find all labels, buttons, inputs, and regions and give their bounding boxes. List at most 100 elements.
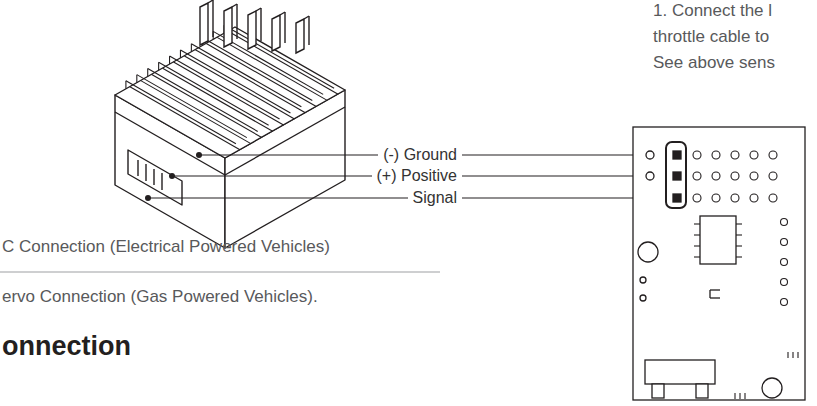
terminal-pin	[200, 3, 208, 45]
board-hole	[781, 299, 788, 306]
board-mark	[734, 393, 735, 399]
mount-hole	[638, 242, 658, 262]
board-hole	[750, 172, 758, 180]
section-text: C Connection (Electrical Powered Vehicle…	[2, 237, 330, 257]
fin-ridge	[191, 44, 301, 107]
wire-dot	[145, 195, 151, 201]
board-hole	[781, 239, 788, 246]
mount-hole	[762, 378, 782, 398]
fin-edge	[158, 62, 159, 70]
terminal-side	[284, 12, 285, 43]
board-mark	[709, 290, 710, 298]
board-hole	[769, 194, 777, 202]
terminal-pin	[224, 7, 232, 47]
heatsink-fins	[126, 25, 338, 150]
terminal-side	[260, 8, 261, 41]
fin-edge	[147, 68, 148, 76]
circuit-board	[633, 127, 805, 400]
wire-dot	[169, 173, 175, 179]
board-hole	[646, 151, 654, 159]
chip-leg	[736, 245, 742, 246]
board-hole	[781, 279, 788, 286]
board-hole	[731, 172, 739, 180]
terminal-side	[236, 4, 237, 39]
wire-name: (+) Positive	[372, 166, 462, 185]
board-hole	[781, 259, 788, 266]
fin-edge	[180, 50, 181, 58]
fin-base	[195, 50, 305, 113]
board-mark	[739, 393, 740, 399]
usb-tab	[696, 384, 708, 398]
board-hole	[712, 194, 720, 202]
fin-base	[174, 62, 284, 125]
fin-base	[130, 87, 240, 150]
board-mark	[710, 289, 720, 290]
board-hole	[750, 151, 758, 159]
board-mark	[792, 352, 793, 358]
board-hole	[731, 194, 739, 202]
wire-name: Signal	[408, 188, 462, 207]
chip-leg	[694, 256, 700, 257]
connector-pin	[137, 160, 138, 176]
connector-pin	[153, 169, 154, 185]
instruction-text: See above sens	[653, 53, 775, 73]
fin-ridge	[170, 56, 280, 119]
board-mark	[710, 297, 720, 298]
fin-ridge	[148, 68, 258, 131]
esc-unit	[115, 27, 345, 248]
header-bracket	[666, 142, 686, 208]
terminal-pin	[296, 19, 304, 53]
board-hole	[646, 172, 654, 180]
chip-leg	[736, 234, 742, 235]
terminal-tip	[256, 8, 261, 11]
fin-ridge	[137, 75, 247, 138]
wire-name: (-) Ground	[378, 145, 462, 164]
fin-edge	[169, 56, 170, 64]
board-mark	[797, 352, 798, 358]
wire-dot	[196, 152, 202, 158]
wire-dots	[145, 152, 202, 201]
esc-connector-slot	[128, 150, 182, 205]
usb-tab	[652, 384, 664, 398]
board-hole	[769, 151, 777, 159]
esc-terminals	[200, 0, 309, 53]
chip-leg	[694, 245, 700, 246]
connector-pin	[145, 164, 146, 181]
esc-top-face	[115, 27, 345, 158]
instruction-text: 1. Connect the l	[653, 1, 772, 21]
board-hole	[693, 151, 701, 159]
chip-legs	[694, 224, 798, 399]
board-hole	[712, 172, 720, 180]
header-pin	[673, 172, 681, 180]
board-hole	[750, 194, 758, 202]
terminal-pin	[272, 15, 280, 51]
board-mark	[787, 352, 788, 358]
board-hole	[640, 295, 646, 301]
header-pin	[673, 151, 681, 159]
board-hole	[693, 194, 701, 202]
board-hole	[731, 151, 739, 159]
terminal-side	[308, 16, 309, 45]
fin-ridge	[126, 81, 236, 144]
fin-edge	[191, 44, 192, 52]
instruction-text: throttle cable to	[653, 27, 769, 47]
section-text: ervo Connection (Gas Powered Vehicles).	[2, 287, 318, 307]
terminal-tip	[280, 12, 285, 15]
board-hole	[769, 172, 777, 180]
terminal-side	[212, 0, 213, 37]
chip-leg	[736, 223, 742, 224]
terminal-tip	[304, 16, 309, 19]
board-mark	[744, 393, 745, 399]
board-hole	[712, 151, 720, 159]
board-hole	[781, 219, 788, 226]
fin-base	[184, 56, 294, 119]
fin-edge	[136, 75, 137, 83]
section-heading: onnection	[2, 330, 131, 362]
chip	[700, 216, 736, 264]
board-hole	[640, 277, 646, 283]
chip-leg	[736, 256, 742, 257]
fin-edge	[125, 81, 126, 89]
terminal-pin	[248, 11, 256, 49]
board-hole	[693, 172, 701, 180]
esc-edge	[225, 107, 345, 175]
